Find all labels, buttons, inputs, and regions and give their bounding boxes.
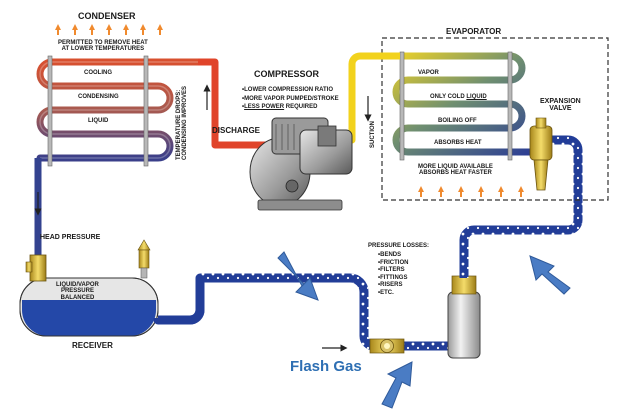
accent-arrow-left: [277, 251, 319, 301]
evaporator-coil-label-boiling: BOILING OFF: [438, 118, 477, 124]
head-pressure-label: HEAD PRESSURE: [40, 234, 101, 241]
condenser-coil-label-liquid: LIQUID: [88, 118, 109, 124]
sight-glass: [369, 338, 405, 354]
evaporator-liquid-emphasis: LIQUID: [466, 94, 487, 100]
suction-label: SUCTION: [370, 121, 376, 148]
receiver-relief-valve: [137, 239, 151, 279]
evaporator-coil-label-absorbs: ABSORBS HEAT: [434, 140, 482, 146]
receiver-tank: [19, 277, 159, 337]
compressor-benefit-3-rest: REQUIRED: [284, 104, 318, 111]
suction-line: [342, 52, 400, 144]
compressor-title: COMPRESSOR: [254, 69, 320, 79]
compressor-benefit-3-emphasis: LESS POWER: [244, 104, 285, 111]
head-pressure-fitting: [29, 254, 47, 282]
evaporator-box: [381, 37, 609, 201]
flash-gas-label: Flash Gas: [290, 358, 362, 375]
condenser-coil-label-cooling: COOLING: [84, 70, 112, 76]
drier-to-valve-line: [459, 135, 583, 278]
pressure-loss-item: FILTERS: [378, 267, 408, 275]
condenser-title: CONDENSER: [78, 11, 136, 21]
compressor-benefits-list: LOWER COMPRESSION RATIO MORE VAPOR PUMPE…: [242, 86, 339, 112]
pressure-losses-title: PRESSURE LOSSES:: [368, 243, 430, 249]
receiver-state-line2: PRESSURE: [60, 288, 94, 295]
condenser-note-line2: AT LOWER TEMPERATURES: [61, 46, 145, 53]
compressor-benefit-1: LOWER COMPRESSION RATIO: [242, 86, 339, 95]
accent-arrow-right: [529, 255, 571, 295]
pressure-loss-item: ETC.: [378, 290, 408, 298]
discharge-line: [198, 58, 268, 149]
condenser-side-note-line2: CONDENSING IMPROVES: [182, 85, 189, 160]
evaporator-coil-label-vapor: VAPOR: [418, 70, 439, 76]
pressure-loss-item: FRICTION: [378, 260, 408, 268]
condenser-coil: [36, 55, 204, 167]
evaporator-heat-arrows: [418, 186, 524, 197]
discharge-label: DISCHARGE: [212, 126, 261, 135]
expansion-valve-line1: EXPANSION: [540, 98, 581, 105]
condenser-note-line1: PERMITTED TO REMOVE HEAT: [58, 40, 148, 46]
liquid-line-bubbles: [200, 273, 448, 351]
condenser-heat-arrows: [55, 24, 163, 35]
evaporator-coil-label-cold-liquid: ONLY COLD LIQUID: [430, 94, 487, 100]
evaporator-coil: [392, 51, 542, 161]
pressure-loss-item: FITTINGS: [378, 275, 408, 283]
receiver-state-line3: BALANCED: [60, 294, 95, 301]
condenser-note: PERMITTED TO REMOVE HEAT AT LOWER TEMPER…: [58, 40, 148, 53]
head-pressure-cap: [25, 261, 33, 273]
expansion-valve-line2: VALVE: [549, 105, 572, 113]
expansion-valve: [529, 117, 553, 191]
evaporator-note-line1: MORE LIQUID AVAILABLE: [418, 164, 493, 170]
accent-arrow-bottom: [381, 361, 413, 409]
expansion-valve-label: EXPANSION VALVE: [540, 98, 581, 113]
receiver-title: RECEIVER: [72, 341, 113, 350]
condenser-side-note: TEMPERATURE DROPS: CONDENSING IMPROVES: [176, 86, 189, 160]
condenser-coil-label-condensing: CONDENSING: [78, 94, 119, 100]
pressure-losses-list: BENDS FRICTION FILTERS FITTINGS RISERS E…: [378, 252, 408, 297]
compressor-benefit-3: LESS POWER REQUIRED: [242, 103, 339, 112]
filter-drier: [447, 275, 481, 359]
pressure-loss-item: RISERS: [378, 282, 408, 290]
receiver-state-line1: LIQUID/VAPOR: [56, 282, 99, 288]
receiver-state-label: LIQUID/VAPOR PRESSURE BALANCED: [56, 282, 99, 301]
compressor: [249, 117, 353, 211]
evaporator-note-line2: ABSORBS HEAT FASTER: [418, 170, 492, 177]
pressure-loss-item: BENDS: [378, 252, 408, 260]
compressor-benefit-2: MORE VAPOR PUMPED/STROKE: [242, 95, 339, 104]
evaporator-only-cold: ONLY COLD: [430, 94, 465, 100]
evaporator-note: MORE LIQUID AVAILABLE ABSORBS HEAT FASTE…: [418, 164, 493, 177]
evaporator-title: EVAPORATOR: [446, 27, 502, 36]
